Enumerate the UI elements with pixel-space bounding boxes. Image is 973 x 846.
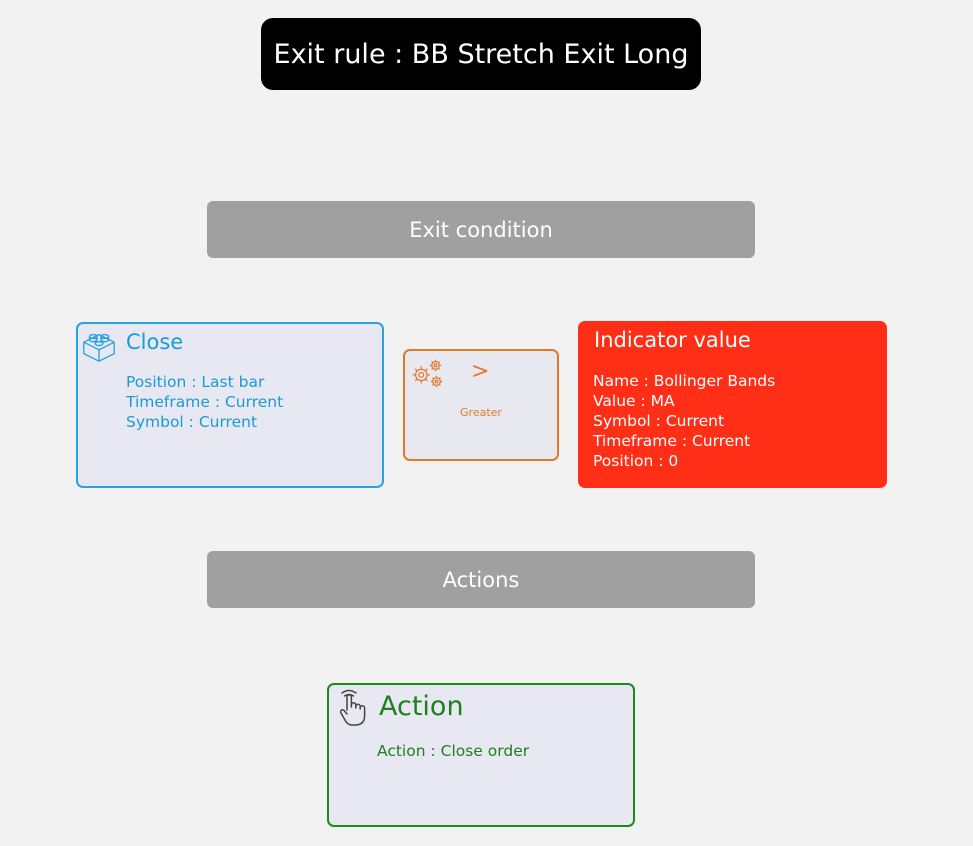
close-position-line: Position : Last bar: [126, 373, 265, 391]
gears-icon: [412, 359, 443, 388]
action-block[interactable]: Action Action : Close order: [327, 683, 635, 827]
exit-condition-header: Exit condition: [207, 201, 755, 258]
operator-label: Greater: [460, 406, 502, 419]
indicator-timeframe-line: Timeframe : Current: [593, 432, 751, 450]
exit-condition-label: Exit condition: [409, 217, 553, 242]
indicator-position-line: Position : 0: [593, 452, 679, 470]
hand-pointer-icon: [339, 689, 366, 726]
close-timeframe-line: Timeframe : Current: [126, 393, 284, 411]
action-close-order-line: Action : Close order: [377, 742, 530, 760]
close-symbol-line: Symbol : Current: [126, 413, 258, 431]
indicator-block-title: Indicator value: [594, 328, 751, 352]
indicator-symbol-line: Symbol : Current: [593, 412, 725, 430]
action-block-title: Action: [379, 691, 464, 722]
operator-block[interactable]: > Greater: [403, 349, 559, 461]
close-block-title: Close: [126, 330, 184, 354]
indicator-block[interactable]: Indicator value Name : Bollinger Bands V…: [578, 321, 887, 488]
close-block[interactable]: Close Position : Last bar Timeframe : Cu…: [76, 322, 384, 488]
lego-block-icon: [83, 333, 115, 362]
rule-title: Exit rule : BB Stretch Exit Long: [261, 18, 701, 90]
rule-title-text: Exit rule : BB Stretch Exit Long: [273, 38, 689, 70]
indicator-block-details: Name : Bollinger Bands Value : MA Symbol…: [593, 371, 775, 471]
action-block-details: Action : Close order: [377, 741, 529, 761]
actions-label: Actions: [442, 567, 520, 592]
actions-header: Actions: [207, 551, 755, 608]
indicator-value-line: Value : MA: [593, 392, 675, 410]
operator-symbol: >: [471, 359, 490, 384]
indicator-name-line: Name : Bollinger Bands: [593, 372, 776, 390]
close-block-details: Position : Last bar Timeframe : Current …: [126, 372, 283, 432]
